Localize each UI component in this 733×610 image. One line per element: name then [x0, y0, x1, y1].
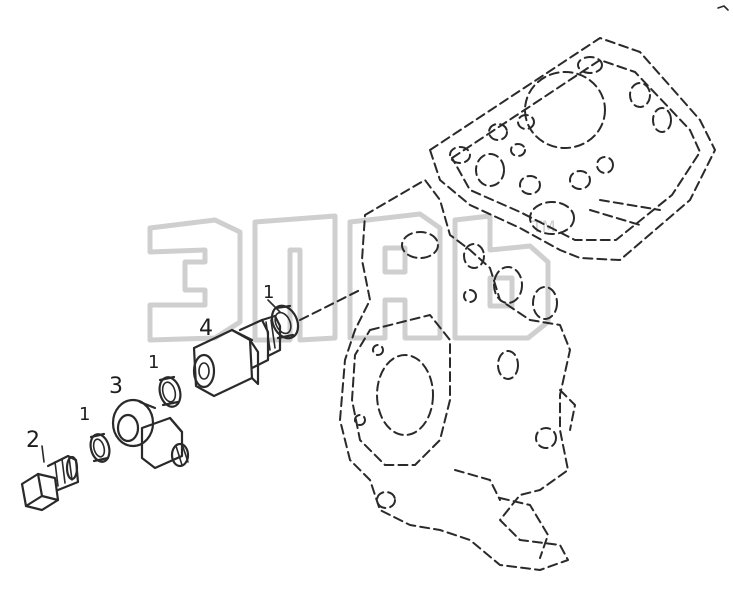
label-part-4: 4	[199, 316, 213, 341]
banjo-fitting-part-3	[111, 398, 190, 470]
watermark-logo: TM	[147, 211, 556, 343]
assembly-axis-line	[299, 289, 361, 321]
banjo-bolt-part-2	[20, 454, 80, 512]
washer-part-1-lower	[89, 432, 111, 463]
engine-block	[339, 37, 716, 571]
label-part-1-lower: 1	[79, 404, 90, 425]
washer-part-1-middle	[158, 375, 182, 408]
adapter-part-4	[192, 314, 282, 398]
label-part-3: 3	[109, 374, 123, 399]
label-part-1-upper: 1	[263, 282, 274, 303]
leader-line-part-2	[41, 445, 45, 463]
label-part-1-middle: 1	[148, 352, 159, 373]
leader-line-part-1-upper	[267, 299, 281, 313]
corner-mark	[717, 5, 729, 11]
label-part-2: 2	[26, 428, 40, 453]
